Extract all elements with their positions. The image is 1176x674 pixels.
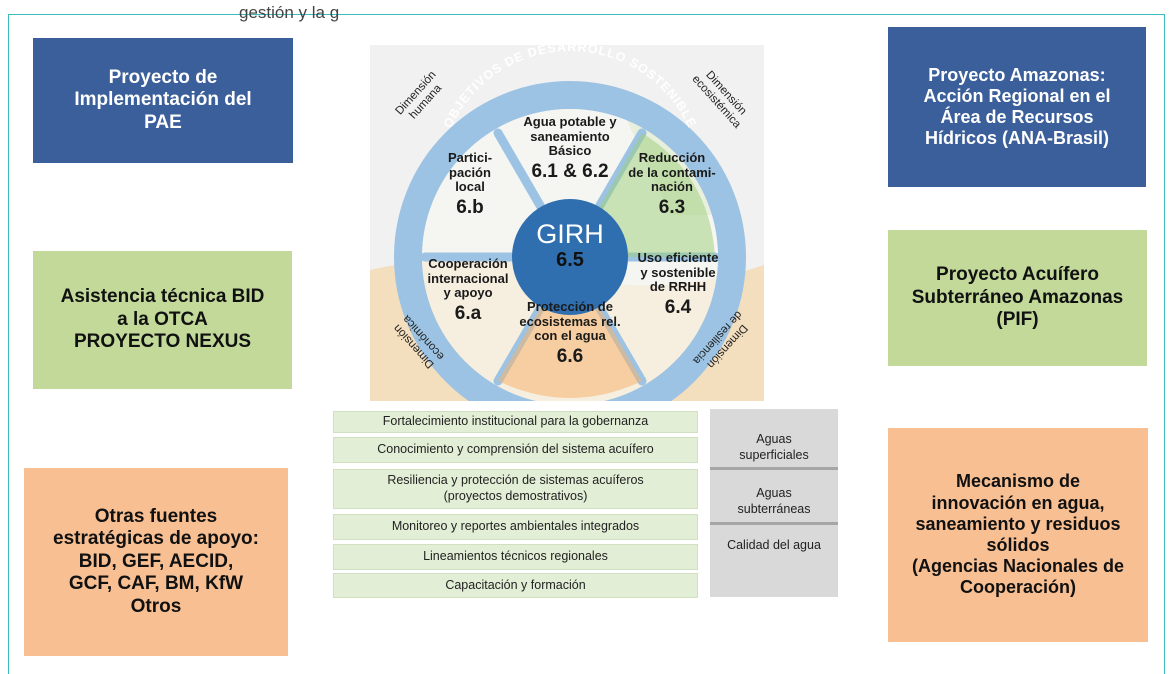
segment-uso-eficiente-code: 6.4: [664, 296, 692, 318]
component-row: Resiliencia y protección de sistemas acu…: [333, 469, 698, 509]
segment-proteccion-ecosistemas-text: Protección de ecosistemas rel. con el ag…: [519, 299, 621, 344]
center-disc: [512, 199, 628, 315]
water-type-subterraneas: Aguas subterráneas: [737, 486, 811, 517]
water-type-superficiales: Aguas superficiales: [739, 432, 809, 463]
component-row: Lineamientos técnicos regionales: [333, 544, 698, 570]
segment-proteccion-ecosistemas: Protección de ecosistemas rel. con el ag…: [510, 299, 630, 367]
component-row: Fortalecimiento institucional para la go…: [333, 411, 698, 433]
segment-agua-potable: Agua potable y saneamiento Básico 6.1 & …: [510, 114, 630, 182]
right-box-amazonas: Proyecto Amazonas: Acción Regional en el…: [888, 27, 1146, 187]
left-box-pae: Proyecto de Implementación del PAE: [33, 38, 293, 163]
component-row: Conocimiento y comprensión del sistema a…: [333, 437, 698, 463]
component-row: Capacitación y formación: [333, 573, 698, 598]
component-row: Monitoreo y reportes ambientales integra…: [333, 514, 698, 540]
left-box-bid-nexus: Asistencia técnica BID a la OTCA PROYECT…: [33, 251, 292, 389]
segment-participacion-code: 6.b: [456, 196, 484, 218]
sdg-wheel: OBJETIVOS DE DESARROLLO SOSTENIBLE GIRH …: [370, 45, 764, 401]
components-list: Fortalecimiento institucional para la go…: [333, 409, 698, 599]
center-code: 6.5: [556, 249, 584, 271]
outer-frame: gestión y la g: [8, 3, 1165, 674]
segment-agua-potable-text: Agua potable y saneamiento Básico: [523, 114, 617, 159]
left-box-otras-fuentes: Otras fuentes estratégicas de apoyo: BID…: [24, 468, 288, 656]
segment-participacion: Partici- pación local 6.b: [430, 150, 510, 218]
segment-cooperacion-code: 6.a: [454, 302, 482, 324]
segment-agua-potable-code: 6.1 & 6.2: [531, 160, 609, 182]
right-box-acuifero-text: Proyecto Acuífero Subterráneo Amazonas (…: [911, 264, 1124, 331]
left-box-bid-nexus-text: Asistencia técnica BID a la OTCA PROYECT…: [60, 286, 265, 353]
sdg-wheel-graphic: OBJETIVOS DE DESARROLLO SOSTENIBLE: [370, 45, 764, 401]
segment-reduccion-contaminacion: Reducción de la contami- nación 6.3: [622, 150, 722, 218]
segment-reduccion-contaminacion-text: Reducción de la contami- nación: [628, 150, 716, 195]
right-box-mecanismo: Mecanismo de innovación en agua, saneami…: [888, 428, 1148, 642]
segment-uso-eficiente-text: Uso eficiente y sostenible de RRHH: [637, 250, 719, 295]
segment-proteccion-ecosistemas-code: 6.6: [556, 345, 584, 367]
water-type-divider: [710, 522, 838, 525]
segment-reduccion-contaminacion-code: 6.3: [658, 196, 686, 218]
right-box-mecanismo-text: Mecanismo de innovación en agua, saneami…: [911, 471, 1125, 598]
segment-participacion-text: Partici- pación local: [447, 150, 493, 195]
header-text: gestión y la g: [239, 3, 340, 22]
outer-ring: [394, 81, 746, 401]
center-label: GIRH: [536, 219, 604, 249]
segment-cooperacion: Cooperación internacional y apoyo 6.a: [418, 256, 518, 324]
segment-uso-eficiente: Uso eficiente y sostenible de RRHH 6.4: [628, 250, 728, 318]
segment-66-tint: [498, 257, 642, 398]
right-box-amazonas-text: Proyecto Amazonas: Acción Regional en el…: [923, 64, 1111, 149]
right-box-acuifero: Proyecto Acuífero Subterráneo Amazonas (…: [888, 230, 1147, 366]
left-box-otras-fuentes-text: Otras fuentes estratégicas de apoyo: BID…: [53, 505, 259, 617]
water-type-calidad: Calidad del agua: [727, 538, 821, 552]
left-box-pae-text: Proyecto de Implementación del PAE: [74, 66, 252, 133]
water-types-column: Aguas superficiales Aguas subterráneas C…: [710, 409, 838, 597]
segment-cooperacion-text: Cooperación internacional y apoyo: [427, 256, 509, 301]
water-type-divider: [710, 467, 838, 470]
